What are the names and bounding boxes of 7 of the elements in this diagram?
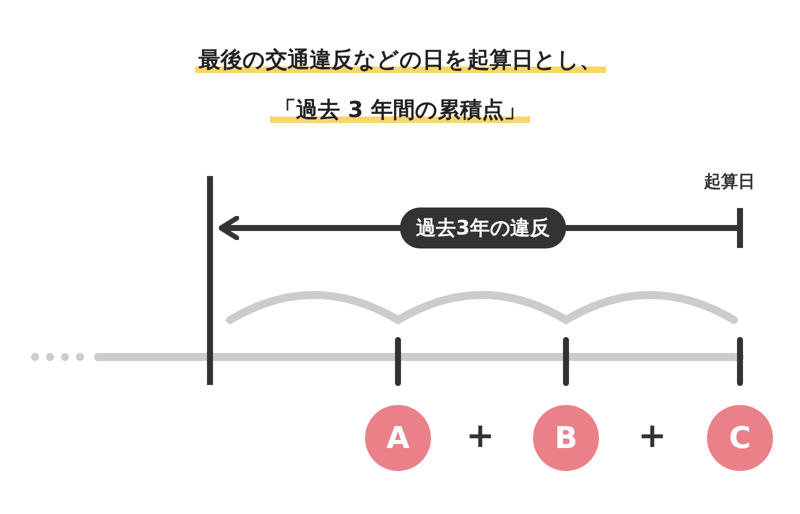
letter-circle: A: [365, 405, 431, 471]
letter-circle: B: [533, 405, 599, 471]
plus-sign: +: [638, 416, 666, 456]
edge-label: 過去3年の違反: [400, 208, 566, 248]
date-caption: 起算日: [704, 171, 755, 193]
letter-circle: C: [707, 405, 773, 471]
plus-sign: +: [466, 416, 494, 456]
